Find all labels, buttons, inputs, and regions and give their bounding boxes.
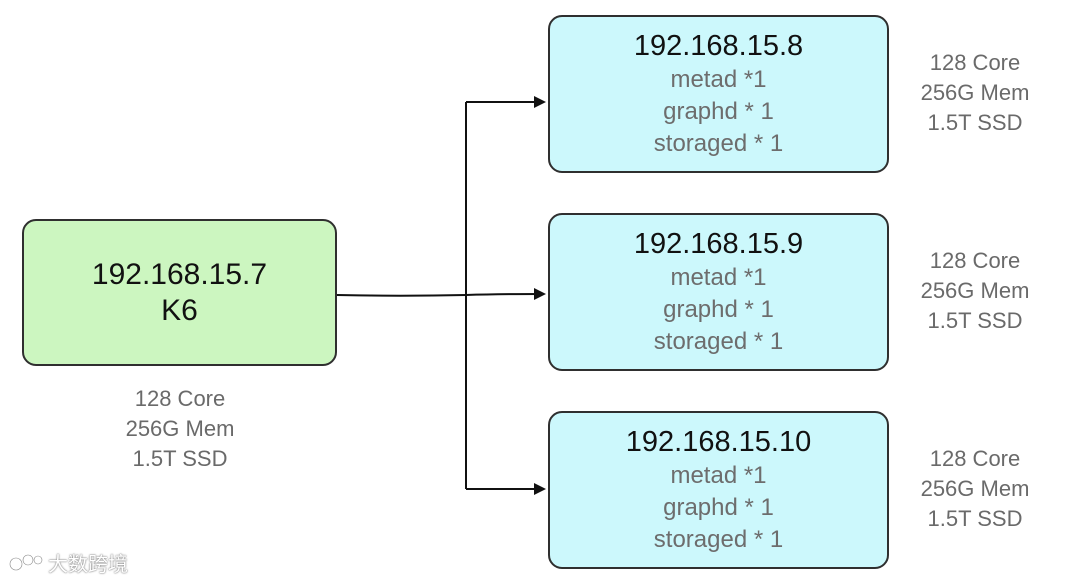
server-3-service-metad: metad *1	[670, 461, 767, 489]
connector-trunk	[336, 294, 467, 297]
client-ip: 192.168.15.7	[91, 257, 268, 291]
server-1-ip: 192.168.15.8	[633, 29, 804, 62]
server-3-ip: 192.168.15.10	[625, 425, 812, 458]
server-1-service-storaged: storaged * 1	[653, 129, 784, 157]
server-2-spec-memory: 256G Mem	[920, 278, 1030, 303]
watermark-text: 大数跨境	[48, 554, 128, 576]
server-2-ip: 192.168.15.9	[633, 227, 804, 260]
server-3-spec-memory: 256G Mem	[920, 476, 1030, 501]
server-3-spec-cpu: 128 Core	[929, 446, 1021, 471]
server-2-service-graphd: graphd * 1	[663, 295, 774, 323]
client-node: 192.168.15.7 K6	[22, 219, 337, 366]
watermark: 大数跨境	[8, 548, 128, 577]
client-spec-memory: 256G Mem	[125, 416, 235, 441]
server-2-specs: 128 Core 256G Mem 1.5T SSD	[895, 246, 1055, 336]
server-3-spec-disk: 1.5T SSD	[927, 506, 1023, 531]
server-2-spec-disk: 1.5T SSD	[927, 308, 1023, 333]
client-spec-cpu: 128 Core	[134, 386, 226, 411]
server-1-spec-cpu: 128 Core	[929, 50, 1021, 75]
server-2-service-metad: metad *1	[670, 263, 767, 291]
server-3-service-graphd: graphd * 1	[663, 493, 774, 521]
server-1-specs: 128 Core 256G Mem 1.5T SSD	[895, 48, 1055, 138]
client-specs: 128 Core 256G Mem 1.5T SSD	[100, 384, 260, 474]
watermark-logo-icon	[8, 553, 44, 571]
server-3-service-storaged: storaged * 1	[653, 525, 784, 553]
arrow-to-server-2	[465, 288, 546, 301]
server-2-spec-cpu: 128 Core	[929, 248, 1021, 273]
server-node-3: 192.168.15.10 metad *1 graphd * 1 storag…	[548, 411, 889, 569]
client-spec-disk: 1.5T SSD	[132, 446, 228, 471]
client-name: K6	[161, 293, 198, 327]
server-1-service-metad: metad *1	[670, 65, 767, 93]
server-node-2: 192.168.15.9 metad *1 graphd * 1 storage…	[548, 213, 889, 371]
server-2-service-storaged: storaged * 1	[653, 327, 784, 355]
server-1-spec-memory: 256G Mem	[920, 80, 1030, 105]
server-1-spec-disk: 1.5T SSD	[927, 110, 1023, 135]
server-3-specs: 128 Core 256G Mem 1.5T SSD	[895, 444, 1055, 534]
server-1-service-graphd: graphd * 1	[663, 97, 774, 125]
server-node-1: 192.168.15.8 metad *1 graphd * 1 storage…	[548, 15, 889, 173]
